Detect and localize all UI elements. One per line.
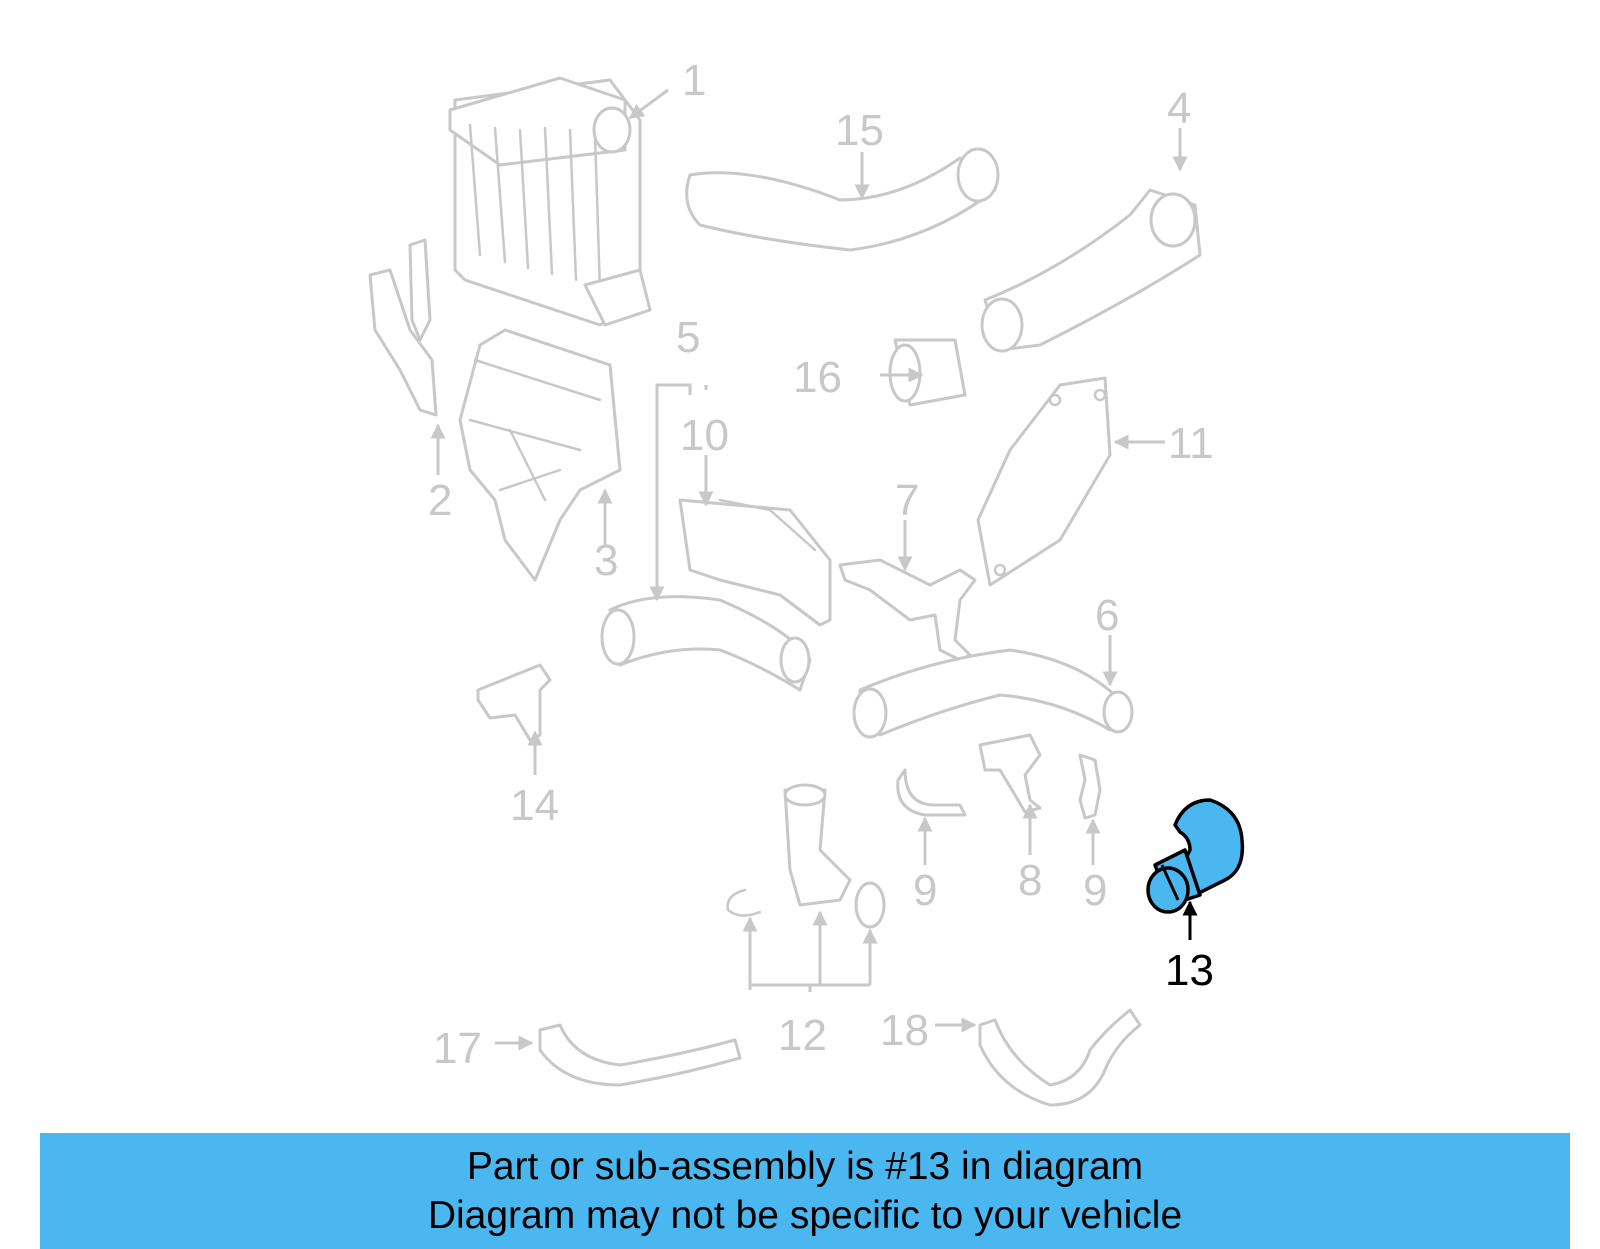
banner-line-part: Part or sub-assembly is #13 in diagram	[466, 1145, 1144, 1188]
part-5-hose	[600, 595, 812, 692]
part-2-bracket	[368, 238, 438, 417]
callout-8: 8	[1018, 856, 1042, 905]
callout-16: 16	[793, 353, 842, 402]
callout-3: 3	[594, 536, 618, 585]
part-10-cover	[678, 498, 832, 627]
part-14-bracket	[476, 663, 552, 742]
part-15-hose	[685, 147, 1000, 252]
part-12-pipe-assembly	[726, 783, 886, 929]
part-9-clip-right	[1078, 753, 1102, 820]
callout-14: 14	[510, 781, 559, 830]
callout-13: 13	[1165, 946, 1214, 995]
part-16-coupler	[888, 338, 967, 407]
callout-17: 17	[433, 1024, 482, 1073]
callout-15: 15	[835, 106, 884, 155]
part-6-hose	[852, 648, 1134, 739]
banner-line-disclaimer: Diagram may not be specific to your vehi…	[427, 1194, 1183, 1237]
callout-6: 6	[1095, 591, 1119, 640]
callout-9-left: 9	[913, 866, 937, 915]
part-7-bracket	[838, 558, 977, 662]
leader-lines	[430, 88, 1198, 1051]
callout-1: 1	[682, 56, 706, 105]
callout-9-right: 9	[1083, 866, 1107, 915]
part-4-hose	[980, 188, 1202, 353]
part-8-bracket	[978, 733, 1042, 814]
callout-4: 4	[1167, 84, 1191, 133]
part-1-intercooler	[448, 76, 652, 327]
info-banner: Part or sub-assembly is #13 in diagram D…	[40, 1133, 1570, 1249]
part-9-clip-left	[896, 768, 967, 817]
callout-10: 10	[680, 411, 729, 460]
callout-5: 5	[676, 313, 700, 362]
parts-diagram: 1 2 3 4 5 6 7 8 9 9 10 11 12 13 14 15 16…	[368, 56, 1245, 1107]
part-18-hose	[978, 1008, 1142, 1107]
callout-11: 11	[1168, 419, 1214, 468]
part-13-hose-highlighted	[1146, 798, 1245, 914]
callout-2: 2	[428, 476, 452, 525]
callout-18: 18	[880, 1006, 929, 1055]
part-11-shield	[976, 376, 1112, 587]
callout-7: 7	[895, 476, 919, 525]
part-17-hose	[538, 1023, 742, 1087]
part-3-air-duct	[458, 328, 622, 582]
callout-12: 12	[778, 1011, 827, 1060]
